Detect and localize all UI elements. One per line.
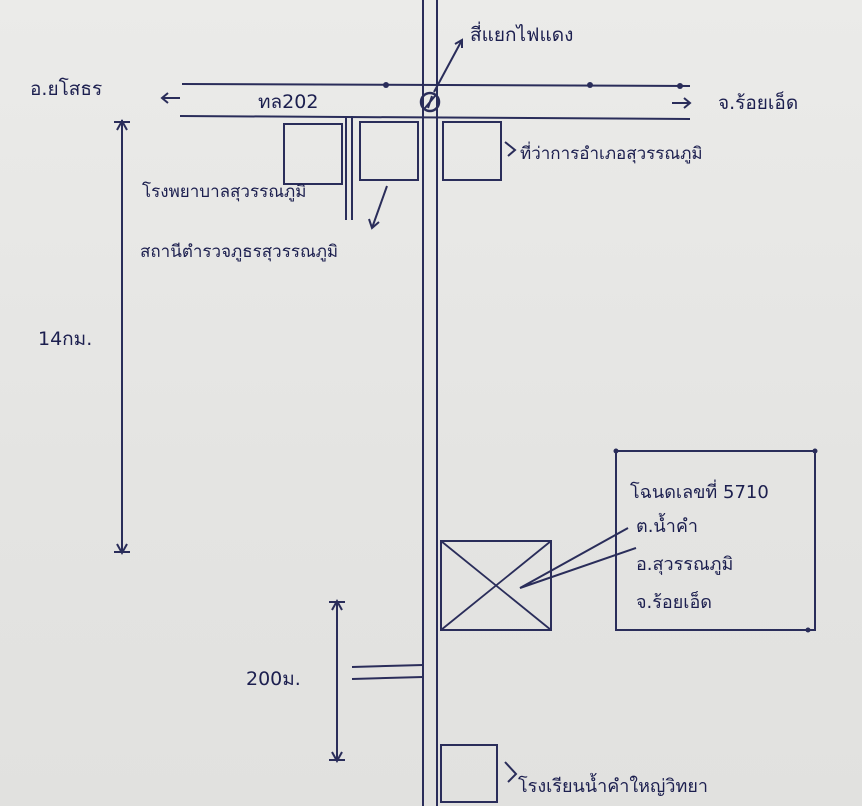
traffic-light-label: สี่แยกไฟแดง: [470, 24, 574, 46]
district-office-label: ที่ว่าการอำเภอสุวรรณภูมิ: [520, 144, 703, 164]
side-road-top: [351, 664, 424, 668]
right-direction-label: จ.ร้อยเอ็ด: [718, 92, 799, 114]
land-province: จ.ร้อยเอ็ด: [636, 592, 712, 613]
left-direction-label: อ.ยโสธร: [30, 78, 103, 100]
police-pointer: [371, 185, 388, 229]
land-info-pointer: [519, 527, 637, 589]
land-plot: [440, 540, 552, 631]
side-road-bottom: [351, 676, 424, 680]
land-district: อ.สุวรรณภูมิ: [636, 554, 734, 575]
right-arrow-head: [683, 97, 692, 109]
traffic-light-icon: [419, 91, 441, 113]
bottom-school-building: [440, 744, 498, 803]
police-station-building: [359, 121, 419, 181]
distance-14km-label: 14กม.: [38, 328, 93, 350]
police-station-label: สถานีตำรวจภูธรสุวรรณภูมิ: [140, 242, 339, 262]
district-office-pointer: [504, 141, 517, 157]
bottom-school-label: โรงเรียนน้ำคำใหญ่วิทยา: [518, 776, 708, 797]
land-deed-number: โฉนดเลขที่ 5710: [630, 482, 769, 503]
traffic-light-pointer: [433, 39, 463, 93]
land-info-box: [615, 450, 816, 631]
road-dot-3: [677, 83, 683, 89]
district-office-building: [442, 121, 502, 181]
land-subdistrict: ต.น้ำคำ: [636, 516, 698, 537]
distance-200m-label: 200ม.: [246, 668, 301, 690]
left-arrow-head: [160, 92, 169, 104]
hospital-building: [283, 123, 343, 185]
route-label: ทล202: [258, 91, 319, 113]
cross-road-bottom-edge: [179, 115, 691, 120]
hospital-label: โรงพยาบาลสุวรรณภูมิ: [142, 182, 307, 202]
bottom-school-pointer: [504, 761, 518, 783]
road-dot-1: [383, 82, 389, 88]
road-dot-2: [587, 82, 593, 88]
cross-road-top-edge: [181, 83, 691, 87]
